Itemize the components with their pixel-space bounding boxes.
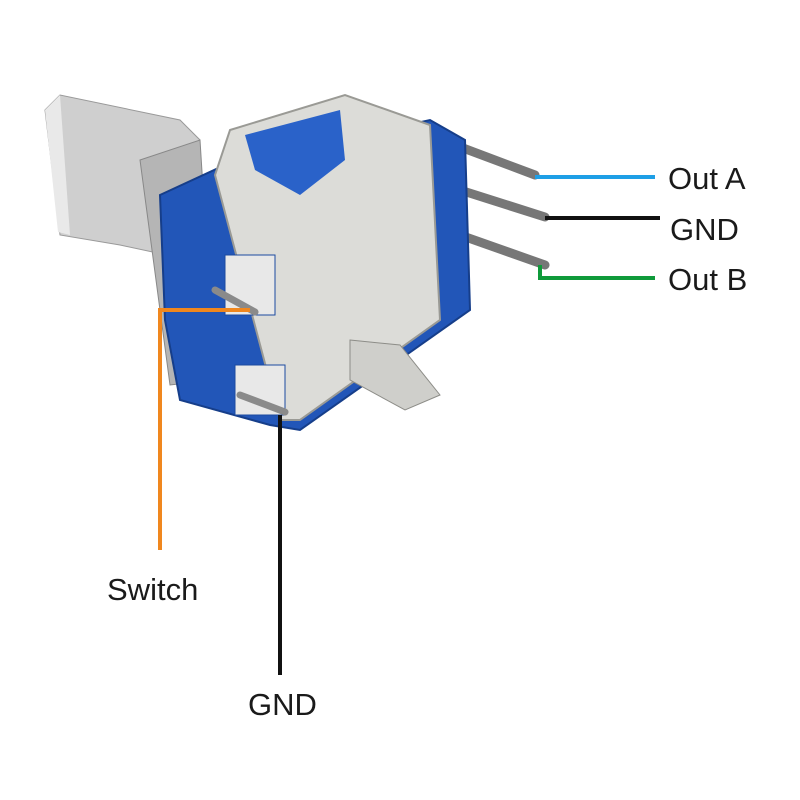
switch-leader-line: [158, 308, 250, 550]
out-b-label: Out B: [668, 262, 748, 297]
switch-label: Switch: [107, 572, 199, 607]
out-b-leader-line: [538, 265, 655, 280]
encoder-body: [158, 93, 472, 432]
gnd-right-label: GND: [670, 212, 739, 247]
gnd-bottom-label: GND: [248, 687, 317, 722]
out-a-label: Out A: [668, 161, 746, 196]
right-pins: [450, 140, 550, 270]
